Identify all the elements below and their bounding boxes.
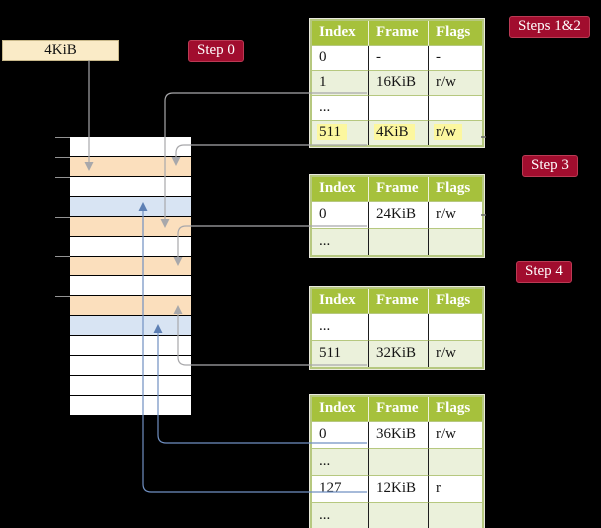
header-cell: Index bbox=[312, 289, 369, 314]
memory-frame-page-table bbox=[70, 156, 191, 176]
table-cell: r/w bbox=[429, 202, 482, 229]
memory-frame-page-table bbox=[70, 216, 191, 236]
memory-frame-page-table bbox=[70, 296, 191, 316]
table-cell: - bbox=[429, 46, 482, 71]
memory-frame-free bbox=[70, 395, 191, 415]
table-cell: ... bbox=[312, 449, 369, 476]
table-cell: r/w bbox=[429, 341, 482, 367]
table-row: 511 32KiB r/w bbox=[312, 341, 482, 367]
tick-mark bbox=[55, 296, 70, 297]
memory-frame-page-table bbox=[70, 256, 191, 276]
table-row-highlighted: 511 4KiB r/w bbox=[312, 121, 482, 145]
table-cell: ... bbox=[312, 229, 369, 255]
memory-frame-free bbox=[70, 336, 191, 356]
header-cell: Flags bbox=[429, 177, 482, 202]
step0-badge: Step 0 bbox=[188, 40, 244, 62]
header-cell: Flags bbox=[429, 21, 482, 46]
tick-mark bbox=[55, 217, 70, 218]
memory-frame-free bbox=[70, 276, 191, 296]
table-cell: r/w bbox=[429, 71, 482, 96]
memory-frame-data-page bbox=[70, 316, 191, 336]
table-cell: 24KiB bbox=[369, 202, 429, 229]
table-cell: r bbox=[429, 476, 482, 503]
table-cell bbox=[429, 314, 482, 341]
page-table-level-2: Index Frame Flags 0 24KiB r/w ... bbox=[309, 174, 485, 258]
tick-mark bbox=[55, 137, 70, 138]
step3-badge: Step 3 bbox=[522, 155, 578, 177]
header-cell: Frame bbox=[369, 289, 429, 314]
page-table-level-1: Index Frame Flags 0 - - 1 16KiB r/w ... … bbox=[309, 18, 485, 148]
header-cell: Flags bbox=[429, 397, 482, 422]
table-cell bbox=[369, 229, 429, 255]
highlighted-value: 511 bbox=[317, 124, 347, 140]
table-cell: 16KiB bbox=[369, 71, 429, 96]
table-cell: r/w bbox=[429, 121, 482, 145]
page-table-level-4: Index Frame Flags 0 36KiB r/w ... 127 12… bbox=[309, 394, 485, 528]
table-cell: 127 bbox=[312, 476, 369, 503]
memory-frame-free bbox=[70, 176, 191, 196]
header-cell: Flags bbox=[429, 289, 482, 314]
table-row: ... bbox=[312, 96, 482, 121]
header-cell: Index bbox=[312, 177, 369, 202]
table-row: ... bbox=[312, 449, 482, 476]
table-cell: 0 bbox=[312, 422, 369, 449]
frame-size-box: 4KiB bbox=[2, 40, 119, 61]
table-cell: 511 bbox=[312, 341, 369, 367]
physical-memory bbox=[70, 137, 191, 415]
table-cell bbox=[429, 449, 482, 476]
table-row: 0 - - bbox=[312, 46, 482, 71]
table-row: 127 12KiB r bbox=[312, 476, 482, 503]
table-row: 0 36KiB r/w bbox=[312, 422, 482, 449]
table-cell: 36KiB bbox=[369, 422, 429, 449]
table-row: ... bbox=[312, 503, 482, 528]
highlighted-value: r/w bbox=[434, 124, 462, 140]
table-row: 0 24KiB r/w bbox=[312, 202, 482, 229]
table-cell bbox=[369, 96, 429, 121]
memory-frame-free bbox=[70, 236, 191, 256]
memory-frame-free bbox=[70, 376, 191, 395]
table-cell: 0 bbox=[312, 202, 369, 229]
table-cell: 4KiB bbox=[369, 121, 429, 145]
table-cell: ... bbox=[312, 314, 369, 341]
table-cell bbox=[369, 503, 429, 528]
step4-badge: Step 4 bbox=[516, 261, 572, 283]
header-cell: Frame bbox=[369, 177, 429, 202]
page-table-level-3: Index Frame Flags ... 511 32KiB r/w bbox=[309, 286, 485, 370]
table-cell bbox=[429, 503, 482, 528]
table-cell: ... bbox=[312, 503, 369, 528]
header-cell: Index bbox=[312, 397, 369, 422]
table-cell: 12KiB bbox=[369, 476, 429, 503]
tick-mark bbox=[55, 177, 70, 178]
header-cell: Frame bbox=[369, 397, 429, 422]
table-cell bbox=[429, 96, 482, 121]
header-cell: Index bbox=[312, 21, 369, 46]
memory-frame-free bbox=[70, 356, 191, 376]
table-row: ... bbox=[312, 314, 482, 341]
steps-1-2-badge: Steps 1&2 bbox=[509, 16, 590, 38]
table-cell: 511 bbox=[312, 121, 369, 145]
tick-mark bbox=[55, 157, 70, 158]
highlighted-value: 4KiB bbox=[374, 124, 415, 140]
table-cell: 1 bbox=[312, 71, 369, 96]
table-cell: ... bbox=[312, 96, 369, 121]
memory-frame-data-page bbox=[70, 196, 191, 216]
memory-frame-free bbox=[70, 137, 191, 156]
tick-mark bbox=[55, 256, 70, 257]
table-cell bbox=[369, 449, 429, 476]
header-cell: Frame bbox=[369, 21, 429, 46]
table-cell bbox=[369, 314, 429, 341]
table-cell: r/w bbox=[429, 422, 482, 449]
table-row: ... bbox=[312, 229, 482, 255]
table-cell: - bbox=[369, 46, 429, 71]
table-cell: 0 bbox=[312, 46, 369, 71]
table-cell bbox=[429, 229, 482, 255]
table-cell: 32KiB bbox=[369, 341, 429, 367]
table-row: 1 16KiB r/w bbox=[312, 71, 482, 96]
